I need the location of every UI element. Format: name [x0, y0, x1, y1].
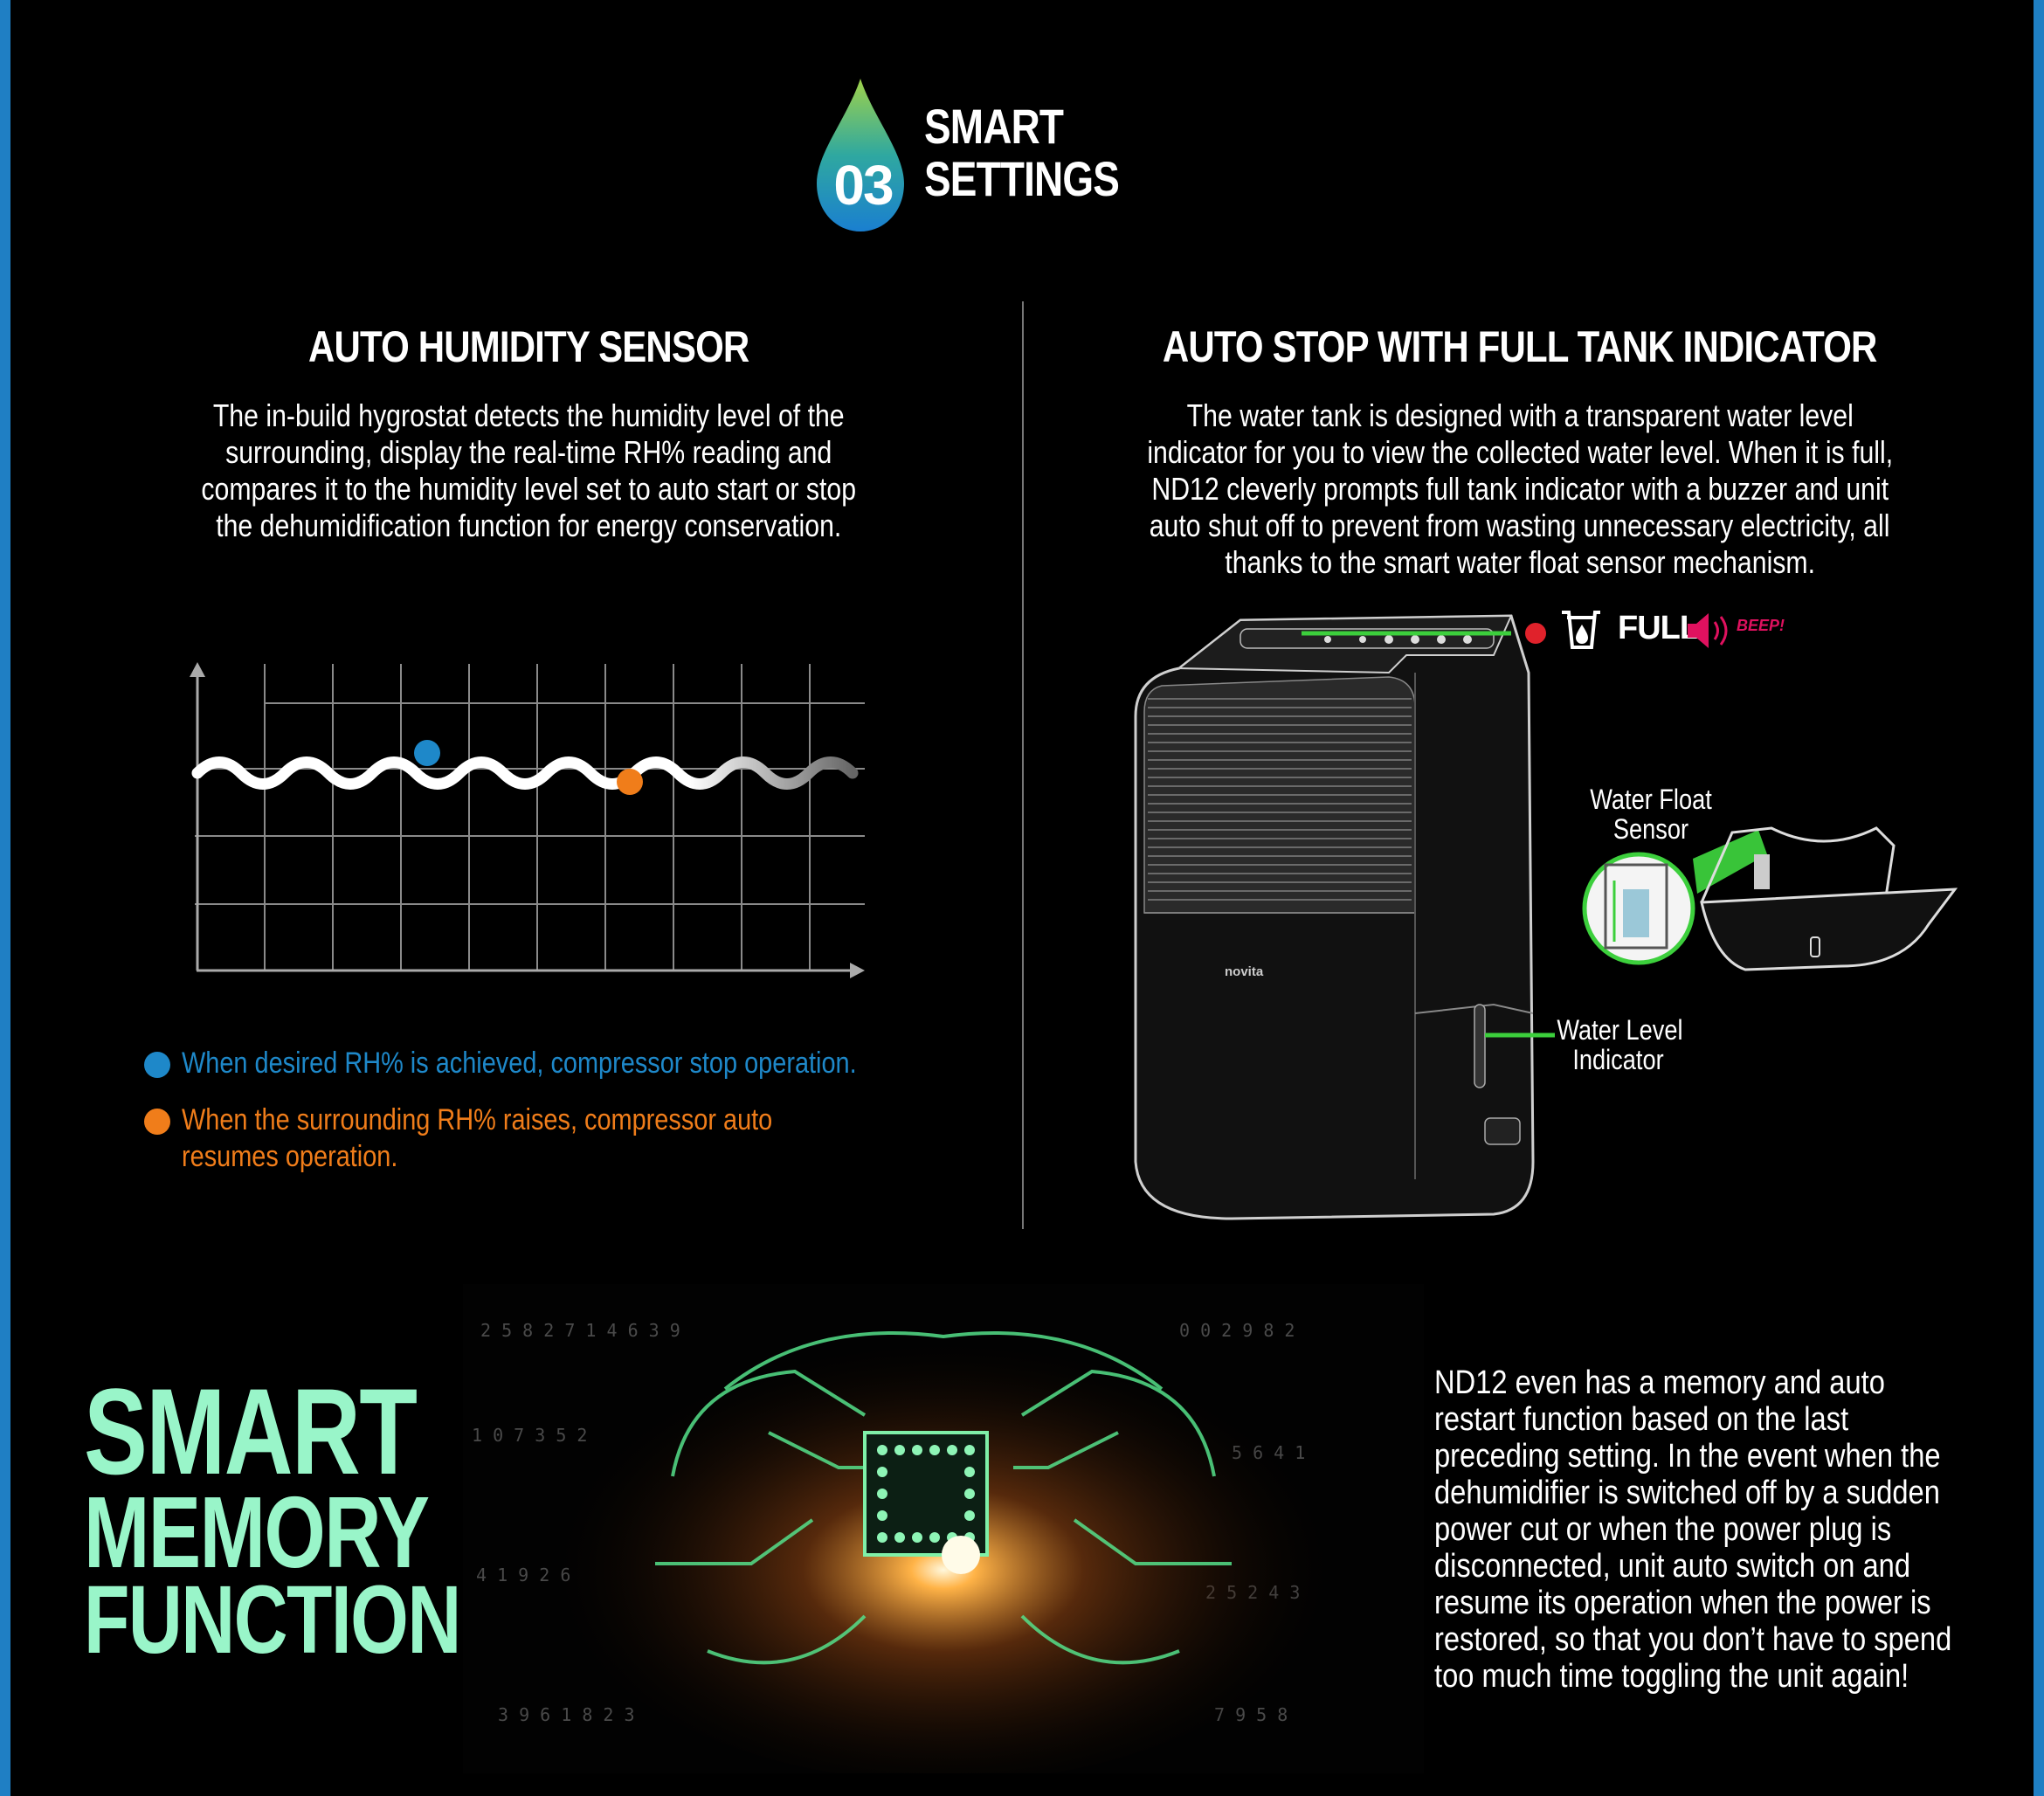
memory-desc-line: restart function based on the last	[1434, 1401, 1849, 1438]
left-border-strip	[0, 0, 10, 1796]
memory-desc-line: power cut or when the power plug is	[1434, 1511, 1892, 1548]
svg-text:1 0 7 3 5 2: 1 0 7 3 5 2	[472, 1425, 587, 1446]
legend-dot-orange	[144, 1109, 170, 1135]
beep-label: BEEP!	[1737, 617, 1785, 634]
memory-desc-line: restored, so that you don’t have to spen…	[1434, 1621, 1952, 1658]
level-indicator-line	[1485, 1033, 1555, 1038]
circuit-brain-image: 2 5 8 2 7 1 4 6 3 9 0 0 2 9 8 2 1 0 7 3 …	[463, 1284, 1424, 1773]
level-indicator-callout: Water Level Indicator	[1546, 1015, 1690, 1074]
speaker-icon	[1688, 613, 1728, 648]
humidity-sensor-title-text: AUTO HUMIDITY SENSOR	[307, 322, 749, 371]
callout-text: Water Float	[1590, 784, 1712, 815]
legend-text: When the surrounding RH% raises, compres…	[182, 1103, 773, 1136]
humidity-sensor-title: AUTO HUMIDITY SENSOR	[131, 321, 926, 372]
legend-text: resumes operation.	[182, 1140, 398, 1173]
memory-title-line: SMART	[84, 1363, 418, 1500]
humidity-sensor-description: The in-build hygrostat detects the humid…	[87, 397, 970, 544]
humidity-desc-line: surrounding, display the real-time RH% r…	[224, 434, 832, 470]
section-divider	[1022, 301, 1024, 1229]
full-label: FULL	[1618, 610, 1700, 646]
full-indicator-callout	[1302, 623, 1546, 644]
right-border-strip	[2034, 0, 2044, 1796]
full-tank-description: The water tank is designed with a transp…	[1066, 397, 1974, 581]
memory-desc-line: preceding setting. In the event when the	[1434, 1438, 1941, 1475]
water-tank-icon	[1562, 611, 1600, 649]
memory-title-line: MEMORY	[84, 1475, 430, 1589]
callout-text: Indicator	[1572, 1044, 1664, 1075]
full-tank-desc-line: auto shut off to prevent from wasting un…	[1150, 508, 1890, 543]
legend-compressor-resume: When the surrounding RH% raises, compres…	[182, 1102, 877, 1175]
legend-compressor-stop: When desired RH% is achieved, compressor…	[182, 1045, 976, 1081]
full-tank-desc-line: thanks to the smart water float sensor m…	[1225, 544, 1815, 580]
memory-function-description: ND12 even has a memory and auto restart …	[1434, 1364, 2037, 1695]
section-number: 03	[833, 154, 894, 217]
full-tank-desc-line: The water tank is designed with a transp…	[1186, 397, 1854, 433]
full-tank-desc-line: ND12 cleverly prompts full tank indicato…	[1151, 471, 1889, 507]
water-tank-detail	[1582, 826, 1958, 971]
memory-desc-line: resume its operation when the power is	[1434, 1585, 1931, 1621]
humidity-desc-line: compares it to the humidity level set to…	[201, 471, 856, 507]
callout-text: Water Level	[1557, 1014, 1683, 1046]
memory-desc-line: too much time toggling the unit again!	[1434, 1658, 1909, 1695]
header-title-line2: SETTINGS	[924, 151, 1120, 206]
header-title-line1: SMART	[924, 99, 1064, 154]
svg-text:2 5 8 2 7 1 4 6 3 9: 2 5 8 2 7 1 4 6 3 9	[480, 1320, 680, 1341]
water-drop-icon	[817, 79, 904, 231]
dehumidifier-illustration: novita	[1134, 614, 1535, 1220]
svg-text:3 9 6 1 8 2 3: 3 9 6 1 8 2 3	[498, 1704, 635, 1725]
brand-logo: novita	[1225, 964, 1264, 979]
humidity-wave-graph	[190, 662, 865, 978]
full-tank-title-text: AUTO STOP WITH FULL TANK INDICATOR	[1163, 322, 1878, 371]
section-header: 03 SMART SETTINGS	[812, 74, 1223, 236]
full-tank-title: AUTO STOP WITH FULL TANK INDICATOR	[1083, 321, 1957, 372]
header-title: SMART SETTINGS	[924, 99, 1120, 206]
full-tank-desc-line: indicator for you to view the collected …	[1147, 434, 1893, 470]
memory-desc-line: dehumidifier is switched off by a sudden	[1434, 1475, 1940, 1511]
svg-text:0 0 2 9 8 2: 0 0 2 9 8 2	[1179, 1320, 1295, 1341]
legend-text: When desired RH% is achieved, compressor…	[182, 1047, 857, 1080]
callout-text: Sensor	[1612, 813, 1689, 845]
legend-dot-blue	[144, 1052, 170, 1078]
memory-desc-line: disconnected, unit auto switch on and	[1434, 1548, 1911, 1585]
memory-function-title: SMART MEMORY FUNCTION	[84, 1363, 468, 1674]
humidity-desc-line: The in-build hygrostat detects the humid…	[212, 397, 845, 433]
humidity-desc-line: the dehumidification function for energy…	[215, 508, 842, 543]
memory-title-line: FUNCTION	[84, 1566, 461, 1674]
float-sensor-callout: Water Float Sensor	[1568, 784, 1734, 844]
memory-desc-line: ND12 even has a memory and auto	[1434, 1364, 1885, 1401]
